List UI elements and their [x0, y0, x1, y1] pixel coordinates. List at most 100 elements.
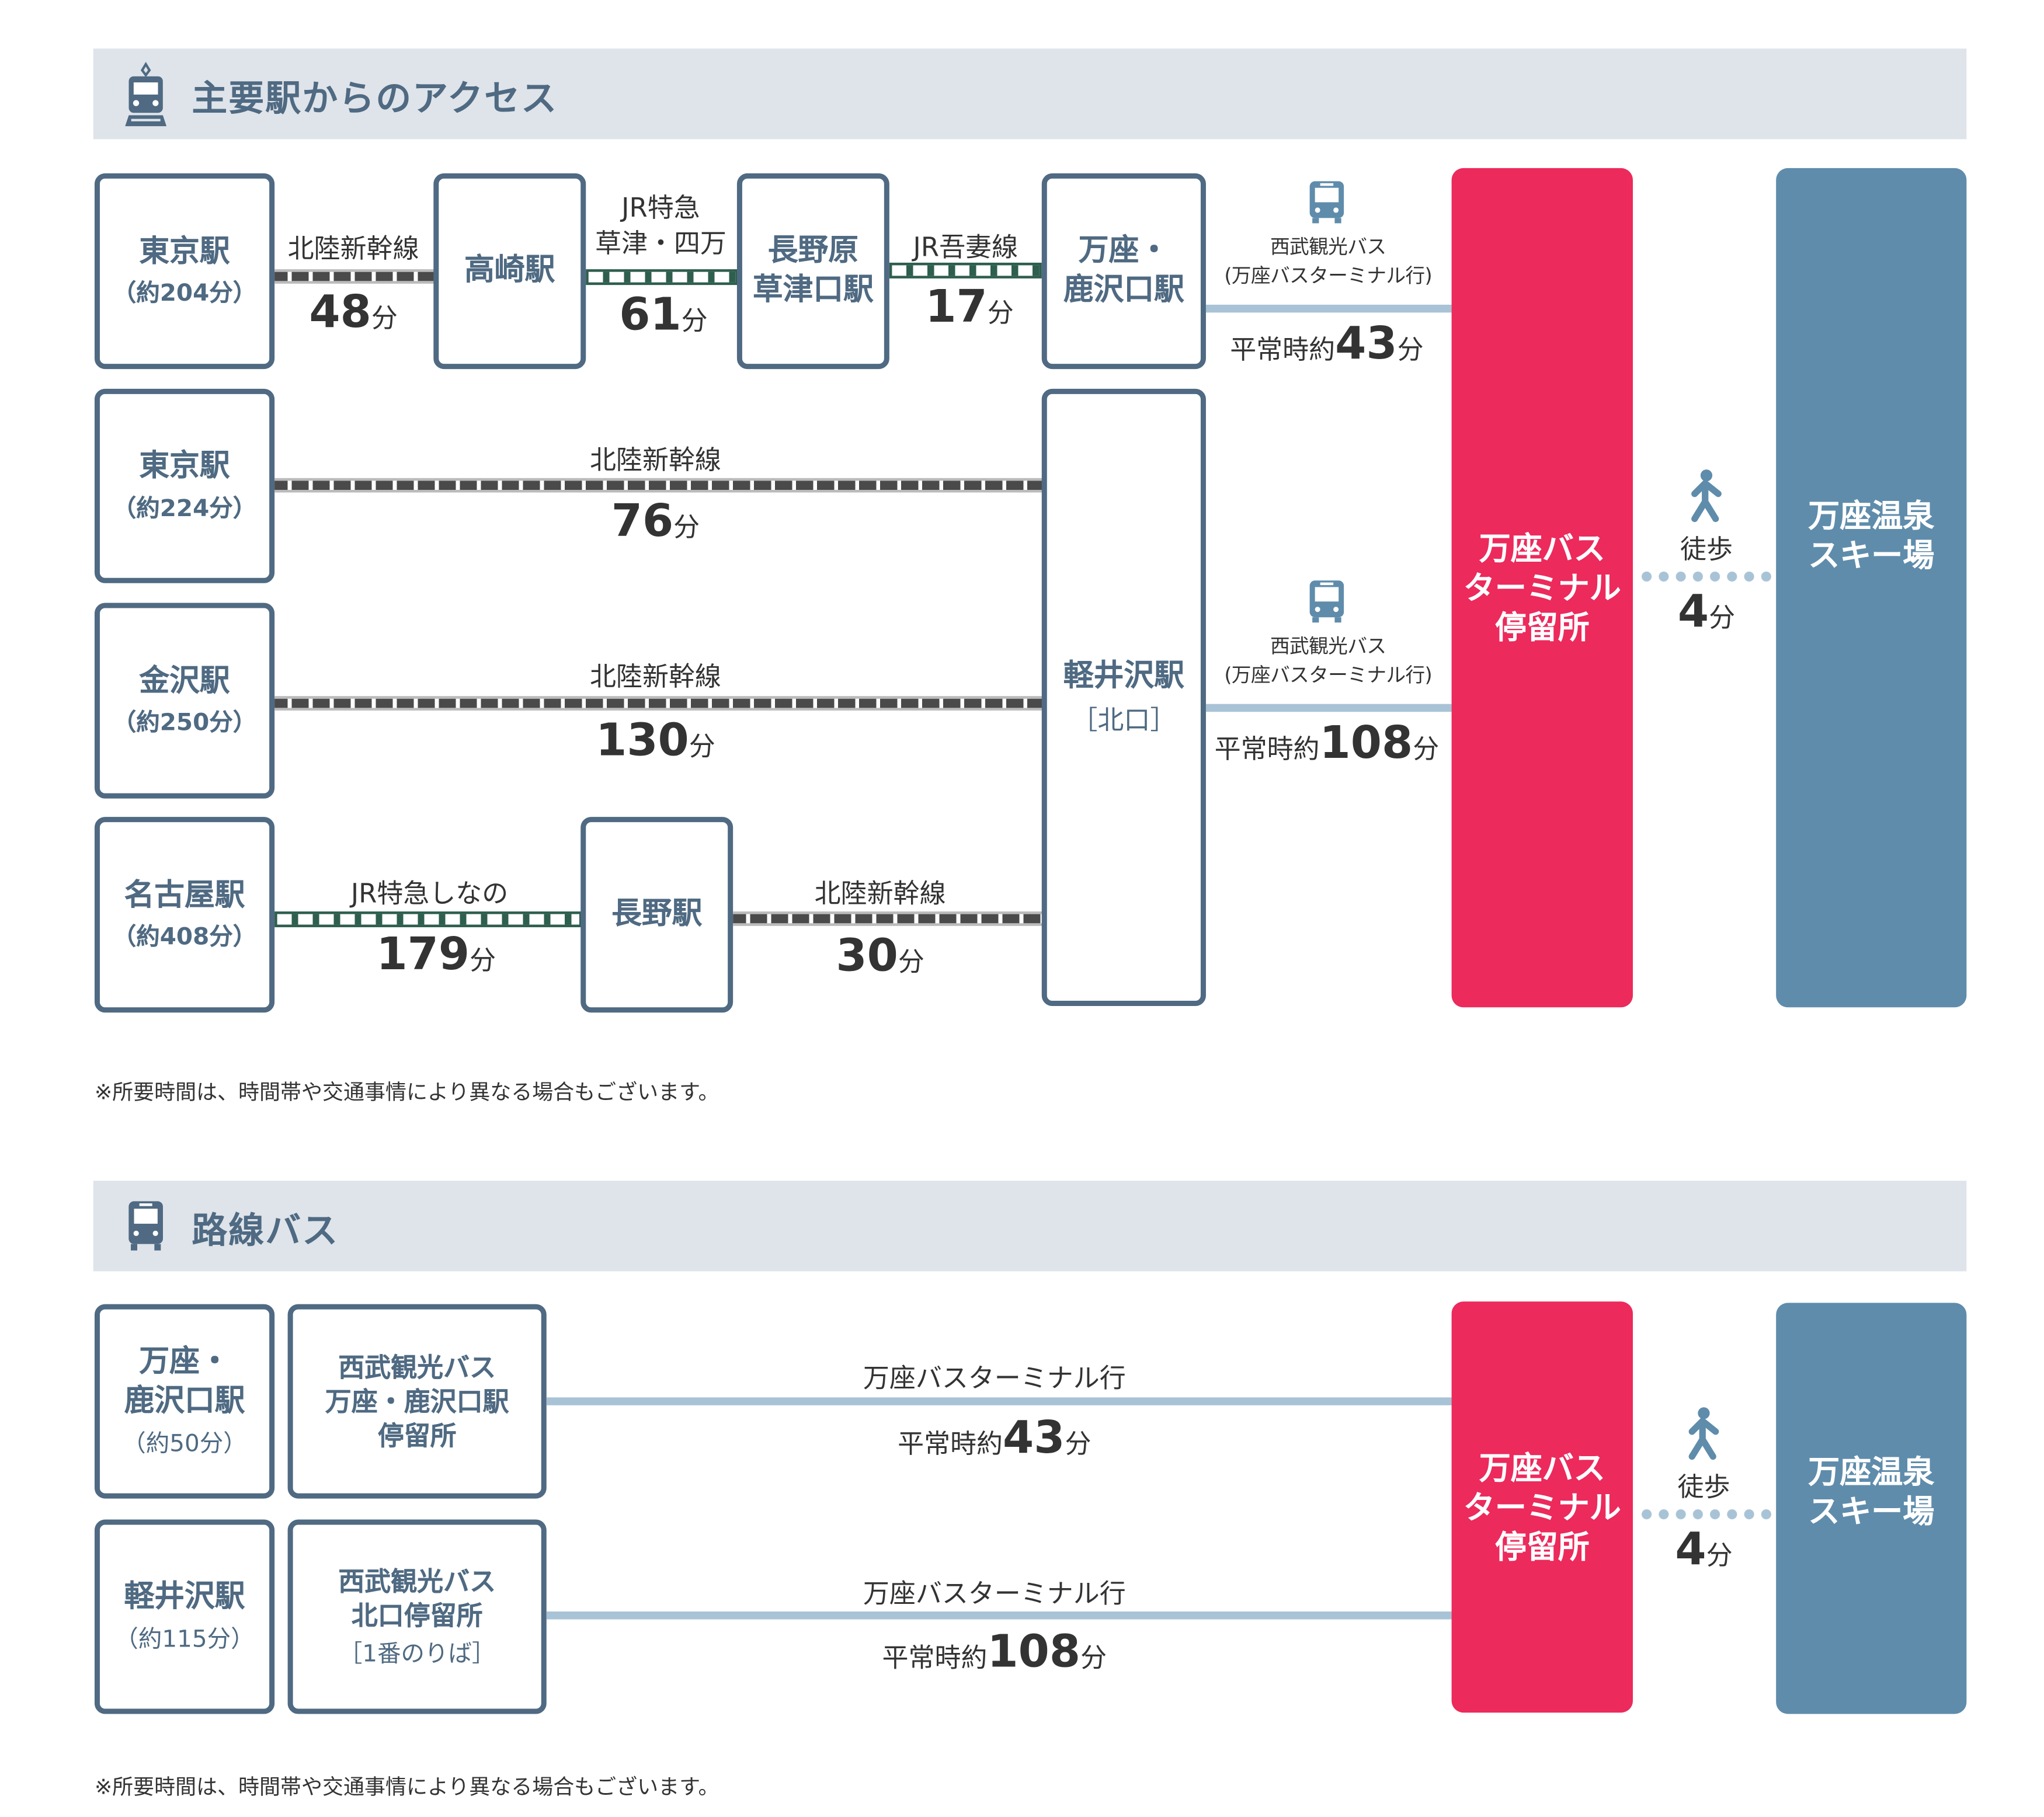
station-manza-kazawaguchi: 万座・ 鹿沢口駅 — [1041, 173, 1206, 370]
travel-time: 30分 — [836, 930, 924, 983]
time-unit: 分 — [1080, 1641, 1107, 1673]
time-unit: 分 — [1709, 601, 1736, 633]
bus-stop-name: 西武観光バス 万座・鹿沢口駅 停留所 — [325, 1351, 509, 1451]
time-unit: 分 — [681, 304, 708, 336]
station-total-time: （約50分） — [122, 1430, 247, 1458]
walk-time: 4分 — [1675, 1523, 1732, 1576]
station-tokyo: 東京駅 （約224分） — [94, 388, 275, 583]
bus-stop-name: 西武観光バス 北口停留所 — [338, 1565, 496, 1631]
shinkansen-track — [733, 911, 1044, 926]
train-icon — [125, 61, 167, 127]
time-value: 108 — [987, 1625, 1081, 1679]
station-takasaki: 高崎駅 — [433, 173, 586, 370]
time-value: 76 — [611, 495, 674, 548]
bus-route-line — [1205, 304, 1452, 313]
time-unit: 分 — [1706, 1539, 1733, 1571]
station-total-time: （約224分） — [112, 495, 257, 523]
bus-travel-time: 平常時約108分 — [882, 1626, 1107, 1679]
bus-route-line — [1205, 704, 1452, 712]
bus-icon — [1309, 580, 1344, 623]
section-header-route-bus: 路線バス — [93, 1181, 1967, 1272]
bus-icon — [1309, 181, 1344, 224]
station-name: 高崎駅 — [464, 253, 555, 287]
walking-person-icon — [1691, 469, 1722, 523]
manza-bus-terminal: 万座バス ターミナル 停留所 — [1451, 1301, 1633, 1713]
time-prefix: 平常時約 — [898, 1428, 1003, 1460]
time-value: 130 — [596, 714, 689, 767]
time-unit: 分 — [898, 945, 924, 977]
station-total-time: （約250分） — [112, 709, 257, 737]
station-nagoya: 名古屋駅 （約408分） — [94, 817, 275, 1013]
station-name: 軽井沢駅 — [1063, 659, 1184, 693]
walk-route-dots — [1638, 571, 1772, 582]
time-value: 179 — [376, 928, 470, 981]
time-value: 61 — [619, 288, 682, 342]
station-name: 名古屋駅 — [124, 878, 245, 913]
time-prefix: 平常時約 — [882, 1641, 988, 1673]
station-name: 万座・ 鹿沢口駅 — [124, 1345, 245, 1419]
walk-label: 徒歩 — [1677, 1471, 1730, 1503]
walking-person-icon — [1688, 1407, 1719, 1460]
walk-route-dots — [1638, 1509, 1772, 1520]
station-total-time: （約204分） — [112, 280, 257, 308]
station-name: 金沢駅 — [139, 664, 230, 698]
travel-time: 130分 — [596, 715, 715, 767]
shinkansen-track — [274, 478, 1044, 493]
bus-line-label: 西武観光バス (万座バスターミナル行) — [1224, 634, 1432, 687]
time-prefix: 平常時約 — [1214, 733, 1320, 765]
bus-route-line — [546, 1611, 1452, 1620]
travel-time: 17分 — [925, 281, 1013, 333]
travel-time: 48分 — [309, 286, 397, 339]
station-total-time: （約115分） — [114, 1625, 255, 1654]
travel-time: 179分 — [376, 928, 496, 981]
station-name: 東京駅 — [139, 234, 230, 269]
time-prefix: 平常時約 — [1230, 333, 1336, 366]
time-unit: 分 — [371, 302, 398, 334]
manza-onsen-ski-resort: 万座温泉 スキー場 — [1776, 1303, 1967, 1714]
time-unit: 分 — [470, 944, 496, 976]
line-label: 北陸新幹線 — [814, 877, 946, 909]
time-value: 30 — [836, 930, 898, 983]
time-unit: 分 — [673, 511, 700, 543]
bus-travel-time: 平常時約43分 — [1230, 318, 1423, 370]
time-unit: 分 — [689, 730, 715, 762]
station-name: 長野原 草津口駅 — [752, 233, 874, 307]
bus-travel-time: 平常時約108分 — [1215, 717, 1440, 770]
travel-time: 61分 — [619, 289, 707, 342]
line-label: JR特急しなの — [350, 877, 509, 909]
station-manza-kazawaguchi: 万座・ 鹿沢口駅 （約50分） — [94, 1304, 275, 1499]
station-name: 長野駅 — [611, 896, 703, 931]
shinkansen-track — [274, 269, 435, 284]
station-kanazawa: 金沢駅 （約250分） — [94, 603, 275, 799]
station-name: 軽井沢駅 — [124, 1580, 245, 1614]
station-name: 万座・ 鹿沢口駅 — [1063, 233, 1184, 307]
station-tokyo: 東京駅 （約204分） — [94, 173, 275, 370]
section-title: 路線バス — [192, 1210, 339, 1252]
time-unit: 分 — [987, 297, 1014, 329]
station-name: 東京駅 — [139, 449, 230, 483]
line-label: 北陸新幹線 — [287, 232, 419, 264]
manza-bus-terminal: 万座バス ターミナル 停留所 — [1451, 168, 1633, 1008]
walk-label: 徒歩 — [1680, 533, 1733, 565]
manza-onsen-ski-resort: 万座温泉 スキー場 — [1776, 168, 1967, 1008]
footnote: ※所要時間は、時間帯や交通事情により異なる場合もございます。 — [94, 1774, 719, 1799]
station-nagano: 長野駅 — [580, 817, 734, 1013]
station-karuizawa: 軽井沢駅 （約115分） — [94, 1519, 275, 1714]
jr-track — [586, 269, 739, 286]
time-value: 4 — [1677, 586, 1709, 639]
line-label: JR特急 草津・四万 — [595, 192, 726, 259]
bus-route-line — [546, 1397, 1452, 1405]
station-total-time: （約408分） — [112, 924, 257, 952]
bus-stop-platform: ［1番のりば］ — [338, 1640, 496, 1668]
line-label: 北陸新幹線 — [589, 444, 721, 476]
bus-destination: 万座バスターミナル行 — [863, 1362, 1126, 1394]
time-value: 43 — [1335, 318, 1398, 371]
bus-destination: 万座バスターミナル行 — [863, 1577, 1126, 1609]
time-value: 4 — [1675, 1523, 1706, 1576]
bus-travel-time: 平常時約43分 — [898, 1412, 1091, 1464]
bus-line-label: 西武観光バス (万座バスターミナル行) — [1224, 235, 1432, 288]
walk-time: 4分 — [1678, 586, 1735, 638]
footnote: ※所要時間は、時間帯や交通事情により異なる場合もございます。 — [94, 1080, 719, 1105]
jr-track — [889, 262, 1042, 279]
shinkansen-track — [274, 696, 1044, 711]
